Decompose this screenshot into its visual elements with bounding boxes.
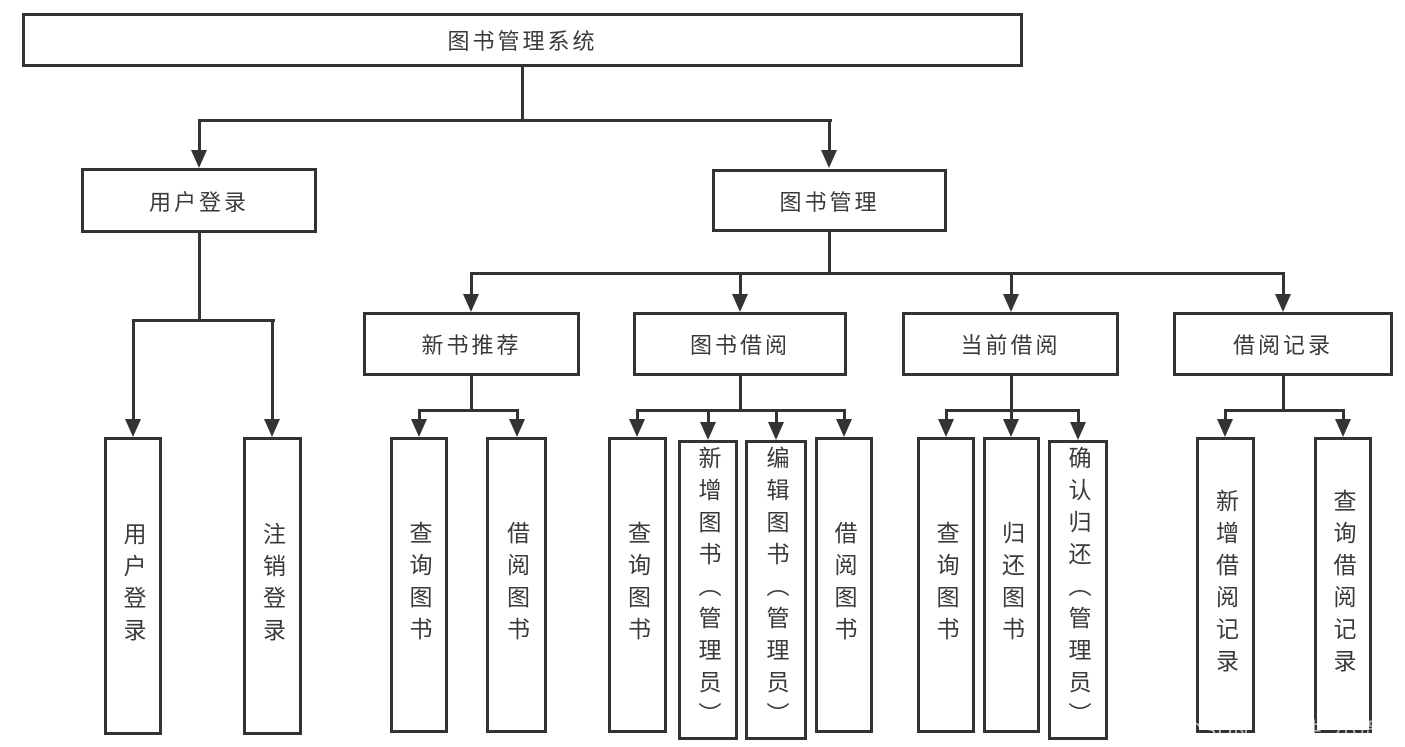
connector-to-login-leaf — [132, 319, 135, 420]
node-book-borrow-label: 图书借阅 — [689, 333, 790, 358]
leaf-add-books-admin: 新增图书（管理员） — [678, 440, 738, 740]
connector-new-book-rec-drop — [470, 376, 473, 410]
arrowhead-cb-leaf-2 — [1070, 422, 1086, 440]
arrowhead-user-login — [191, 150, 207, 168]
connector-nb-leaf-0 — [418, 409, 421, 420]
arrowhead-bb-leaf-2 — [768, 422, 784, 440]
leaf-confirm-return-admin: 确认归还（管理员） — [1048, 440, 1108, 740]
node-new-book-recommend-label: 新书推荐 — [421, 333, 522, 358]
leaf-add-books-admin-label: 新增图书（管理员） — [695, 446, 721, 734]
connector-to-borrow-records — [1282, 272, 1285, 295]
node-new-book-recommend: 新书推荐 — [363, 312, 580, 376]
connector-nb-leaf-1 — [516, 409, 519, 420]
arrowhead-book-borrow — [732, 294, 748, 312]
node-book-management-label: 图书管理 — [779, 189, 880, 215]
leaf-query-books-current-label: 查询图书 — [933, 521, 959, 649]
leaf-add-borrow-record: 新增借阅记录 — [1196, 437, 1255, 733]
connector-bb-leaf-0 — [636, 409, 639, 420]
arrowhead-book-mgmt — [821, 150, 837, 168]
connector-book-mgmt-drop — [828, 232, 831, 273]
connector-root-drop — [521, 67, 524, 119]
leaf-return-books-label: 归还图书 — [998, 521, 1025, 649]
leaf-logout-label: 注销登录 — [259, 522, 286, 650]
leaf-borrow-books-label: 借阅图书 — [831, 521, 857, 649]
leaf-query-borrow-record: 查询借阅记录 — [1314, 437, 1372, 733]
arrowhead-borrow-records — [1275, 294, 1291, 312]
node-user-login: 用户登录 — [81, 168, 317, 233]
connector-book-borrow-bus — [636, 409, 846, 412]
connector-cb-leaf-0 — [945, 409, 948, 420]
arrowhead-nb-leaf-1 — [509, 419, 525, 437]
arrowhead-br-leaf-1 — [1335, 419, 1351, 437]
arrowhead-current-borrow — [1003, 294, 1019, 312]
arrowhead-login-leaf — [125, 419, 141, 437]
arrowhead-new-book-rec — [463, 294, 479, 312]
leaf-query-borrow-record-label: 查询借阅记录 — [1330, 489, 1356, 681]
leaf-user-login-label: 用户登录 — [120, 522, 146, 650]
connector-cb-leaf-2 — [1077, 409, 1080, 423]
connector-borrow-records-drop — [1282, 376, 1285, 410]
connector-bb-leaf-2 — [775, 409, 778, 423]
node-root-system: 图书管理系统 — [22, 13, 1023, 67]
connector-user-login-bus — [132, 319, 275, 322]
leaf-query-books-current: 查询图书 — [917, 437, 975, 733]
arrowhead-cb-leaf-0 — [938, 419, 954, 437]
node-book-management: 图书管理 — [712, 169, 947, 232]
leaf-borrow-books-recommend-label: 借阅图书 — [503, 521, 530, 649]
connector-br-leaf-1 — [1342, 409, 1345, 420]
connector-cb-leaf-1 — [1010, 409, 1013, 420]
leaf-logout: 注销登录 — [243, 437, 302, 735]
csdn-watermark: CSDN @软件_小贺同学 — [1186, 719, 1405, 742]
node-borrow-records-label: 借阅记录 — [1232, 333, 1333, 358]
leaf-edit-books-admin: 编辑图书（管理员） — [745, 440, 807, 740]
node-book-borrow: 图书借阅 — [633, 312, 847, 376]
connector-book-borrow-drop — [739, 376, 742, 410]
connector-to-book-borrow — [739, 272, 742, 295]
arrowhead-logout-leaf — [264, 419, 280, 437]
connector-new-book-rec-bus — [418, 409, 519, 412]
arrowhead-bb-leaf-0 — [629, 419, 645, 437]
arrowhead-bb-leaf-3 — [836, 419, 852, 437]
connector-level2-bus — [198, 119, 832, 122]
node-user-login-label: 用户登录 — [148, 189, 249, 215]
leaf-borrow-books-recommend: 借阅图书 — [486, 437, 547, 733]
leaf-borrow-books: 借阅图书 — [815, 437, 873, 733]
connector-current-borrow-drop — [1010, 376, 1013, 410]
connector-bb-leaf-3 — [843, 409, 846, 420]
connector-to-user-login — [198, 119, 201, 151]
arrowhead-cb-leaf-1 — [1003, 419, 1019, 437]
leaf-edit-books-admin-label: 编辑图书（管理员） — [763, 446, 789, 734]
connector-level3-bus — [470, 272, 1284, 275]
connector-br-leaf-0 — [1224, 409, 1227, 420]
leaf-user-login: 用户登录 — [104, 437, 162, 735]
connector-borrow-records-bus — [1224, 409, 1345, 412]
connector-user-login-drop — [198, 233, 201, 320]
node-root-label: 图书管理系统 — [447, 29, 598, 54]
node-current-borrow: 当前借阅 — [902, 312, 1119, 376]
connector-bb-leaf-1 — [707, 409, 710, 423]
node-borrow-records: 借阅记录 — [1173, 312, 1393, 376]
connector-to-book-mgmt — [828, 119, 831, 151]
connector-to-logout-leaf — [271, 319, 274, 420]
connector-to-new-book-rec — [470, 272, 473, 295]
arrowhead-bb-leaf-1 — [700, 422, 716, 440]
node-current-borrow-label: 当前借阅 — [960, 333, 1061, 358]
arrowhead-br-leaf-0 — [1217, 419, 1233, 437]
arrowhead-nb-leaf-0 — [411, 419, 427, 437]
leaf-confirm-return-admin-label: 确认归还（管理员） — [1065, 446, 1091, 734]
leaf-query-books-recommend-label: 查询图书 — [406, 521, 432, 649]
connector-to-current-borrow — [1010, 272, 1013, 295]
leaf-return-books: 归还图书 — [983, 437, 1040, 733]
leaf-query-books-borrow-label: 查询图书 — [624, 521, 651, 649]
leaf-add-borrow-record-label: 新增借阅记录 — [1212, 489, 1239, 681]
leaf-query-books-recommend: 查询图书 — [390, 437, 448, 733]
leaf-query-books-borrow: 查询图书 — [608, 437, 667, 733]
